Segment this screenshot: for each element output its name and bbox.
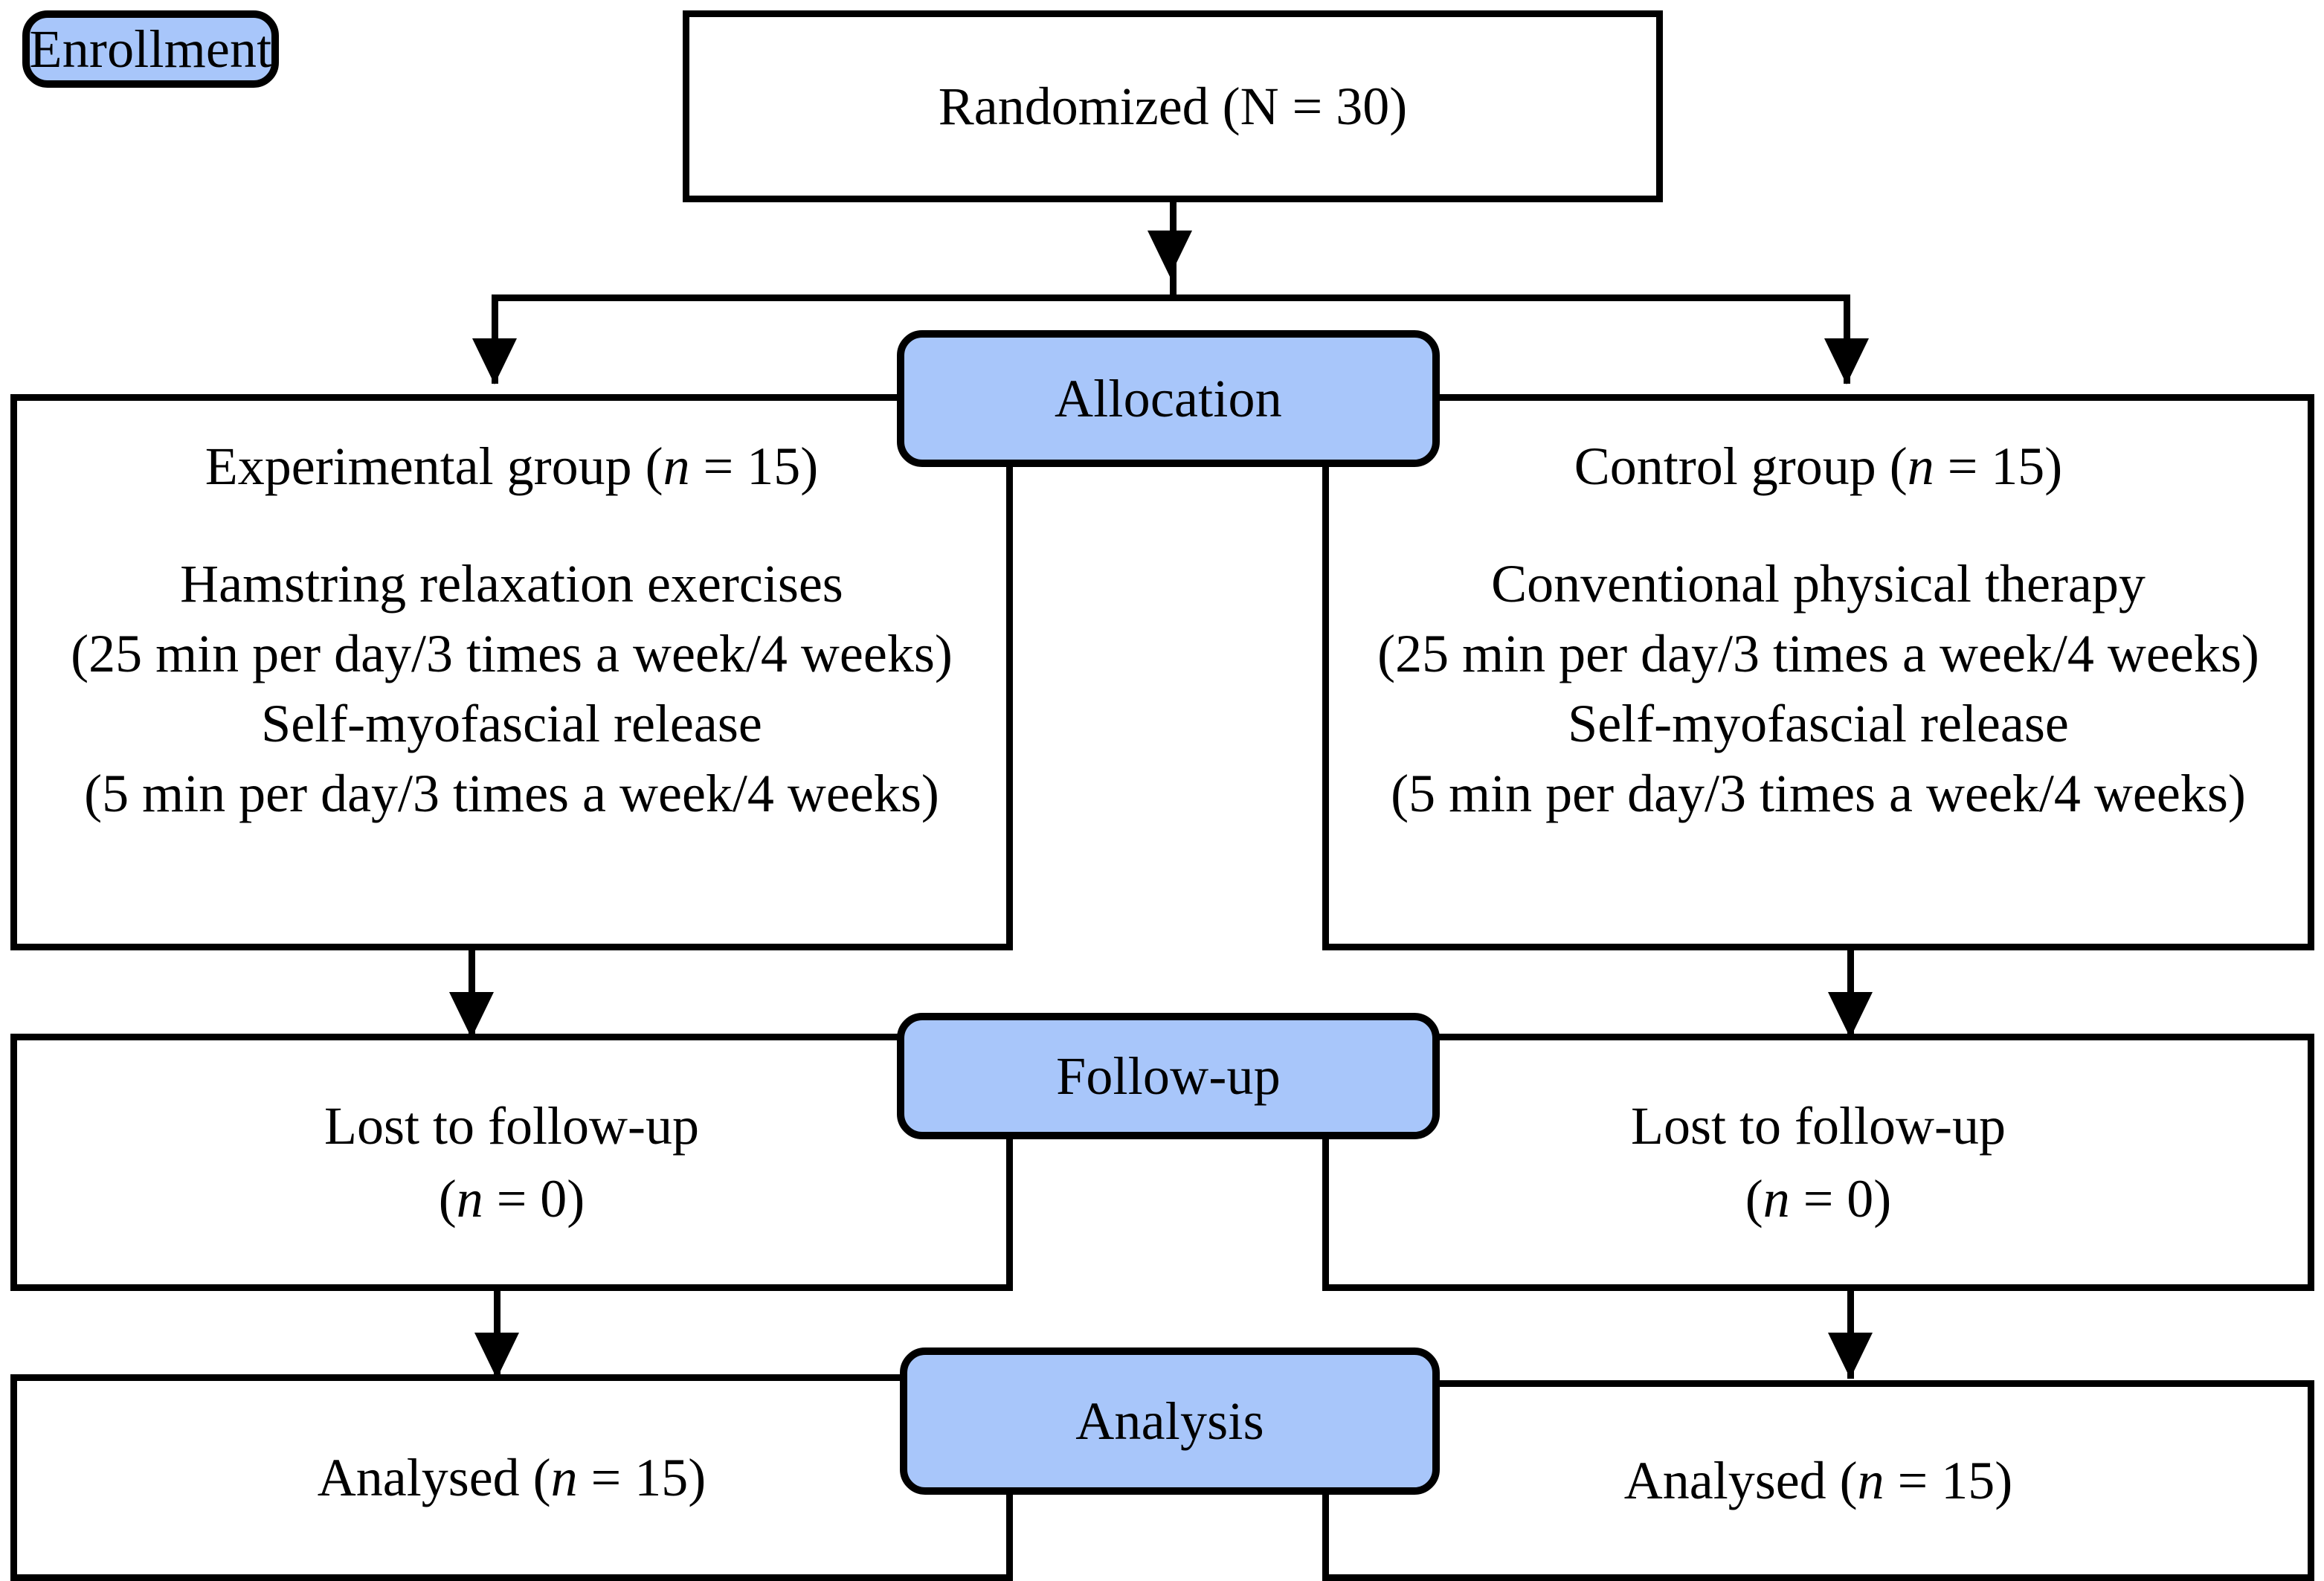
- experimental-group-line-4: (5 min per day/3 times a week/4 weeks): [84, 764, 939, 823]
- analysis-right-label: Analysed (n = 15): [1624, 1454, 2013, 1507]
- arrowhead-control-down: [1824, 338, 1869, 384]
- experimental-group-heading-pre: Experimental group (: [205, 437, 663, 496]
- analysis-left-box: Analysed (n = 15): [10, 1374, 1013, 1581]
- followup-left-line-1: Lost to follow-up: [324, 1096, 699, 1156]
- randomized-box: Randomized (N = 30): [683, 10, 1663, 202]
- followup-right-value: = 0): [1789, 1169, 1892, 1229]
- followup-left-value: = 0): [483, 1169, 585, 1229]
- control-group-line-4: (5 min per day/3 times a week/4 weeks): [1391, 764, 2246, 823]
- followup-right-line-2: (n = 0): [1745, 1172, 1892, 1226]
- randomized-label: Randomized (N = 30): [938, 77, 1408, 136]
- analysis-right-n-symbol: n: [1857, 1451, 1884, 1510]
- arrowhead-followup-left-down: [449, 992, 494, 1038]
- analysis-left-n-symbol: n: [550, 1448, 578, 1507]
- analysis-left-label: Analysed (n = 15): [318, 1451, 706, 1504]
- followup-right-line-1: Lost to follow-up: [1631, 1096, 2006, 1156]
- experimental-group-heading-post: = 15): [689, 437, 819, 496]
- control-group-n-symbol: n: [1907, 437, 1934, 496]
- stage-label-analysis: Analysis: [1075, 1391, 1264, 1451]
- stage-label-enrollment: Enrollment: [29, 19, 272, 79]
- stage-badge-analysis: Analysis: [900, 1347, 1440, 1495]
- experimental-group-box: Experimental group (n = 15) Hamstring re…: [10, 394, 1013, 950]
- control-group-heading-post: = 15): [1934, 437, 2063, 496]
- analysis-left-value: = 15): [577, 1448, 706, 1507]
- experimental-group-n-symbol: n: [663, 437, 690, 496]
- control-group-heading-pre: Control group (: [1574, 437, 1908, 496]
- stage-badge-followup: Follow-up: [897, 1013, 1440, 1139]
- arrowhead-followup-right-down: [1828, 992, 1873, 1038]
- control-group-heading: Control group (n = 15): [1574, 439, 2063, 493]
- control-group-box: Control group (n = 15) Conventional phys…: [1322, 394, 2314, 950]
- followup-left-box: Lost to follow-up (n = 0): [10, 1034, 1013, 1291]
- followup-right-n-symbol: n: [1763, 1169, 1790, 1229]
- experimental-group-line-3: Self-myofascial release: [261, 694, 762, 753]
- analysis-right-pre: Analysed (: [1623, 1451, 1858, 1510]
- control-group-line-2: (25 min per day/3 times a week/4 weeks): [1377, 624, 2259, 683]
- experimental-group-line-1: Hamstring relaxation exercises: [180, 554, 843, 614]
- followup-left-paren-open: (: [438, 1169, 457, 1229]
- followup-right-box: Lost to follow-up (n = 0): [1322, 1034, 2314, 1291]
- stage-badge-allocation: Allocation: [897, 330, 1440, 467]
- control-group-line-3: Self-myofascial release: [1568, 694, 2069, 753]
- analysis-right-value: = 15): [1884, 1451, 2013, 1510]
- experimental-group-line-2: (25 min per day/3 times a week/4 weeks): [71, 624, 953, 683]
- control-group-line-1: Conventional physical therapy: [1491, 554, 2146, 614]
- arrowhead-experimental-down: [472, 338, 517, 384]
- arrowhead-analysis-right-down: [1828, 1333, 1873, 1379]
- analysis-left-pre: Analysed (: [317, 1448, 551, 1507]
- followup-left-line-2: (n = 0): [439, 1172, 585, 1226]
- followup-right-paren-open: (: [1745, 1169, 1763, 1229]
- stage-label-followup: Follow-up: [1056, 1046, 1281, 1106]
- stage-badge-enrollment: Enrollment: [22, 10, 279, 88]
- analysis-right-box: Analysed (n = 15): [1322, 1380, 2314, 1581]
- split-bar-allocation: [492, 294, 1850, 301]
- experimental-group-heading: Experimental group (n = 15): [205, 439, 818, 493]
- followup-left-n-symbol: n: [456, 1169, 483, 1229]
- arrowhead-randomized-down: [1147, 231, 1192, 277]
- stage-label-allocation: Allocation: [1055, 369, 1282, 428]
- arrowhead-analysis-left-down: [474, 1333, 519, 1379]
